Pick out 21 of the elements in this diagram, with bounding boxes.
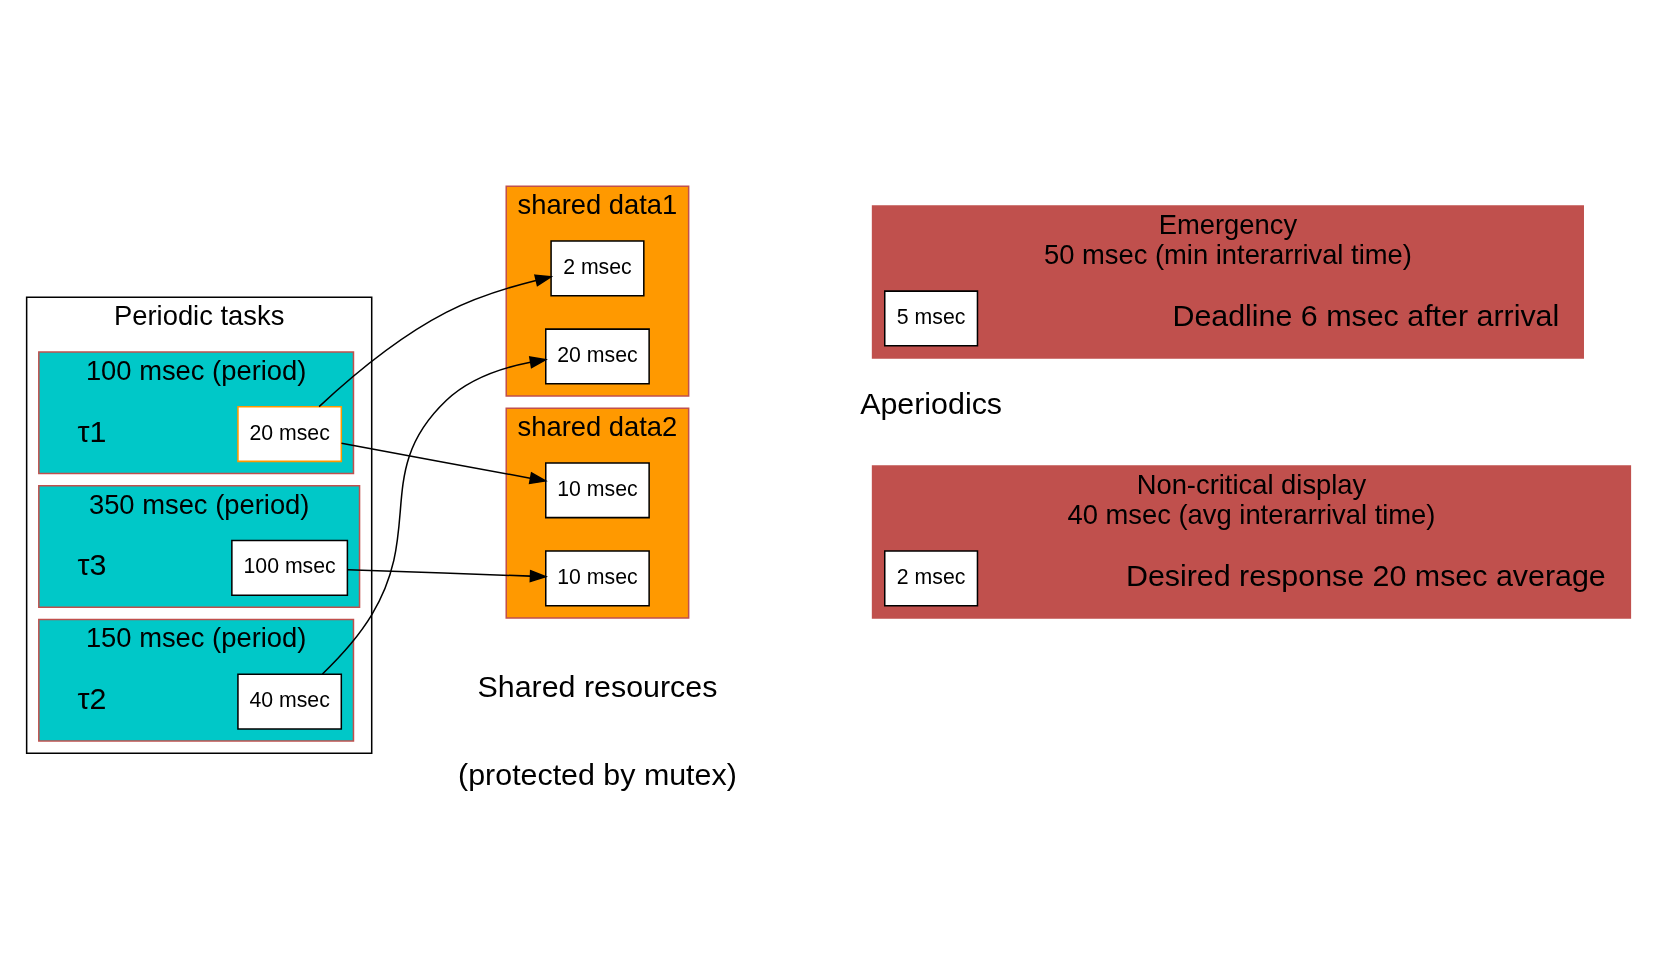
node-label: τ1	[77, 413, 107, 448]
node-box: 5 msec	[884, 290, 979, 347]
label: Aperiodics	[860, 386, 1003, 421]
node-box: 2 msec	[884, 550, 979, 607]
node-label: τ3	[77, 547, 107, 582]
node-box: 20 msec	[237, 405, 343, 463]
node-box: 10 msec	[545, 550, 650, 607]
arrow	[318, 274, 554, 408]
node-box: 10 msec	[545, 462, 650, 519]
node-box: 20 msec	[545, 328, 650, 385]
node-box: 2 msec	[550, 240, 645, 297]
node-label: Deadline 6 msec after arrival	[1172, 298, 1560, 333]
label: (protected by mutex)	[458, 757, 737, 792]
node-label: Desired response 20 msec average	[1125, 558, 1606, 593]
label: Shared resources	[477, 668, 718, 703]
arrow	[321, 356, 548, 675]
node-box: 40 msec	[237, 673, 343, 730]
arrow	[347, 569, 548, 583]
node-box: 100 msec	[231, 539, 349, 596]
node-label: τ2	[77, 681, 107, 716]
arrow	[340, 442, 548, 485]
